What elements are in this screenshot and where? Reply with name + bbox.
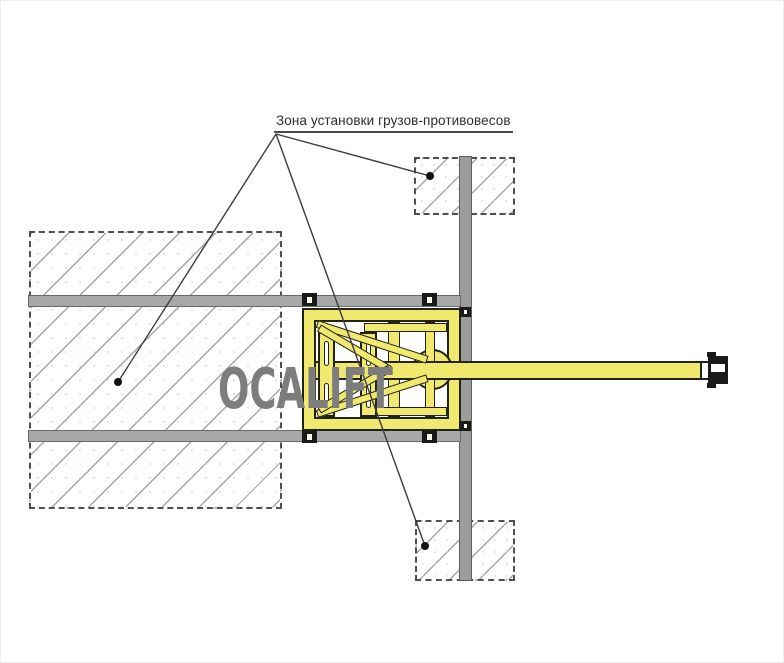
beam-clamp — [422, 293, 437, 306]
boom-end-trolley — [708, 356, 728, 384]
clamp-notch — [427, 434, 432, 440]
trolley-nub-top — [707, 352, 716, 357]
wall-bracket — [460, 307, 471, 317]
beam-clamp — [302, 293, 317, 306]
trolley-stripe — [711, 364, 725, 372]
counterweight-zone-label: Зона установки грузов-противовесов — [274, 113, 513, 133]
support-beam-bottom — [28, 430, 461, 442]
bracket-notch — [464, 424, 467, 428]
watermark-text: OCALIFT — [218, 357, 393, 422]
clamp-notch — [307, 434, 312, 440]
clamp-notch — [307, 297, 312, 303]
wall-bracket — [460, 421, 471, 431]
leader-line-upper-right — [275, 133, 431, 177]
beam-clamp — [422, 430, 437, 443]
clamp-notch — [427, 297, 432, 303]
beam-clamp — [302, 430, 317, 443]
bracket-notch — [464, 310, 467, 314]
frame-top-rail — [364, 323, 447, 332]
trolley-nub-bottom — [707, 383, 716, 388]
support-beam-top — [28, 295, 461, 307]
